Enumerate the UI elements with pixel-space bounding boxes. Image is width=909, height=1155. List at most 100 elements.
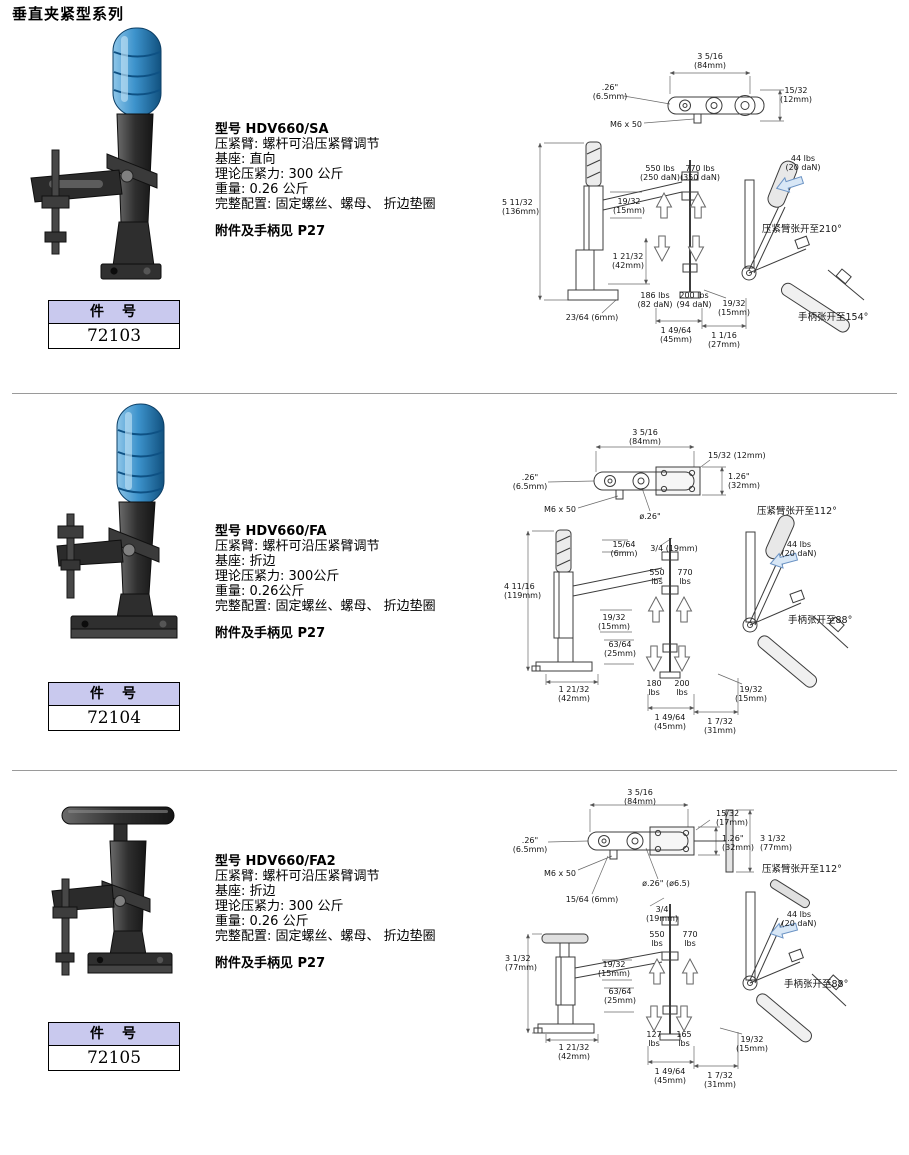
dimension-label: (77mm)	[760, 843, 792, 852]
spec-block: 型号 HDV660/FA2 压紧臂: 螺杆可沿压紧臂调节 基座: 折边 理论压紧…	[215, 854, 545, 971]
spec-config: 完整配置: 固定螺丝、螺母、 折边垫圈	[215, 197, 436, 212]
dimension-label: ø.26" (ø6.5)	[642, 879, 690, 888]
product-photo-fa	[56, 403, 178, 639]
dimension-label: 1 49/64	[661, 326, 692, 335]
dimension-label: 15/32	[716, 809, 739, 818]
dimension-label: 3/4 (19mm)	[650, 544, 697, 553]
spec-arm: 压紧臂: 螺杆可沿压紧臂调节	[215, 137, 380, 152]
clamp-views	[531, 466, 849, 688]
dimension-label: 19/32	[617, 197, 640, 206]
dimension-label: 15/64 (6mm)	[566, 895, 619, 904]
dimension-label: 1 21/32	[559, 1043, 590, 1052]
technical-drawing-fa: 3 5/16(84mm)15/32 (12mm).26"(6.5mm)1.26"…	[504, 428, 852, 735]
clamp-views	[533, 809, 847, 1043]
part-number-value: 72103	[49, 324, 179, 348]
section-divider	[12, 393, 897, 394]
dimension-label: 1.26"	[722, 834, 744, 843]
dimension-lines	[526, 445, 743, 715]
annotation-label: 压紧臂张开至112°	[762, 863, 842, 875]
dimension-label: (15mm)	[598, 969, 630, 978]
dimension-label: (77mm)	[505, 963, 537, 972]
dimension-label: 63/64	[608, 987, 631, 996]
dimension-label: 200	[674, 679, 689, 688]
dimension-label: 19/32	[602, 613, 625, 622]
dimension-label: M6 x 50	[544, 505, 576, 514]
dimension-label: 180	[646, 679, 661, 688]
dimension-label: (350 daN)	[680, 173, 720, 182]
dimension-label: 3 1/32	[760, 834, 786, 843]
grip-handle	[112, 27, 162, 117]
spec-force: 理论压紧力: 300 公斤	[215, 167, 344, 182]
dimension-label: 1 1/16	[711, 331, 737, 340]
dimension-label: lbs	[651, 577, 662, 586]
technical-drawing-sa: 3 5/16(84mm).26"(6.5mm)15/32(12mm)M6 x 5…	[502, 52, 868, 349]
dimension-label: (94 daN)	[677, 300, 712, 309]
dimension-label: (6mm)	[611, 549, 638, 558]
t-handle	[61, 806, 175, 842]
dimension-label: 19/32	[722, 299, 745, 308]
dimension-label: (6.5mm)	[513, 482, 548, 491]
dimension-label: 3/4	[656, 905, 669, 914]
dimension-label: 44 lbs	[787, 910, 811, 919]
dimension-label: (45mm)	[654, 722, 686, 731]
force-arrows	[654, 172, 806, 262]
dimension-label: .26"	[522, 836, 538, 845]
clamp-body	[106, 113, 158, 223]
spec-force: 理论压紧力: 300 公斤	[215, 899, 344, 914]
dimension-label: 23/64 (6mm)	[566, 313, 619, 322]
dimension-label: (6.5mm)	[513, 845, 548, 854]
spec-weight: 重量: 0.26 公斤	[215, 182, 309, 197]
dimension-label: 44 lbs	[787, 540, 811, 549]
part-number-value: 72104	[49, 706, 179, 730]
dimension-lines	[538, 71, 784, 329]
part-number-header: 件 号	[49, 683, 179, 706]
spec-note: 附件及手柄见 P27	[215, 956, 326, 971]
dimension-label: 3 1/32	[505, 954, 531, 963]
dimension-label: lbs	[684, 939, 695, 948]
spindle	[57, 513, 84, 599]
dimension-label: 165	[676, 1030, 691, 1039]
dimension-label: (20 daN)	[782, 549, 817, 558]
dimension-label: 1 49/64	[655, 713, 686, 722]
dimension-label: (82 daN)	[638, 300, 673, 309]
dimension-label: 550	[649, 568, 664, 577]
spec-model: 型号 HDV660/FA	[215, 524, 327, 539]
dimension-label: 770 lbs	[685, 164, 714, 173]
product-photo-sa	[30, 27, 162, 280]
spec-note: 附件及手柄见 P27	[215, 224, 326, 239]
dimension-label: (12mm)	[780, 95, 812, 104]
dimension-label: (136mm)	[502, 207, 539, 216]
spec-block: 型号 HDV660/SA 压紧臂: 螺杆可沿压紧臂调节 基座: 直向 理论压紧力…	[215, 122, 545, 239]
dimension-label: M6 x 50	[610, 120, 642, 129]
spec-base: 基座: 折边	[215, 884, 276, 899]
dimension-label: (19mm)	[646, 914, 678, 923]
grip-handle	[116, 403, 165, 505]
annotation-label: 手柄张开至88°	[788, 614, 852, 626]
dimension-label: lbs	[678, 1039, 689, 1048]
dimension-label: 1.26"	[728, 472, 750, 481]
annotation-label: 手柄张开至88°	[784, 978, 848, 990]
spec-weight: 重量: 0.26 公斤	[215, 914, 309, 929]
dimension-label: (250 daN)	[640, 173, 680, 182]
annotation-label: 压紧臂张开至112°	[757, 505, 837, 517]
flanged-base	[87, 930, 173, 974]
base	[100, 221, 162, 280]
spindle	[41, 149, 70, 255]
dimension-label: (84mm)	[629, 437, 661, 446]
annotation-label: 压紧臂张开至210°	[762, 223, 842, 235]
dimension-label: 550 lbs	[645, 164, 674, 173]
dimension-label: (15mm)	[736, 1044, 768, 1053]
spec-model: 型号 HDV660/SA	[215, 122, 329, 137]
spec-note: 附件及手柄见 P27	[215, 626, 326, 641]
spec-config: 完整配置: 固定螺丝、螺母、 折边垫圈	[215, 929, 436, 944]
dimension-label: 3 5/16	[632, 428, 658, 437]
part-number-header: 件 号	[49, 301, 179, 324]
spec-base: 基座: 直向	[215, 152, 276, 167]
dimension-label: .26"	[522, 473, 538, 482]
part-number-box: 件 号 72103	[48, 300, 180, 349]
dimension-label: (31mm)	[704, 1080, 736, 1089]
dimension-label: (84mm)	[694, 61, 726, 70]
dimension-label: (45mm)	[654, 1076, 686, 1085]
dimension-label: (42mm)	[612, 261, 644, 270]
